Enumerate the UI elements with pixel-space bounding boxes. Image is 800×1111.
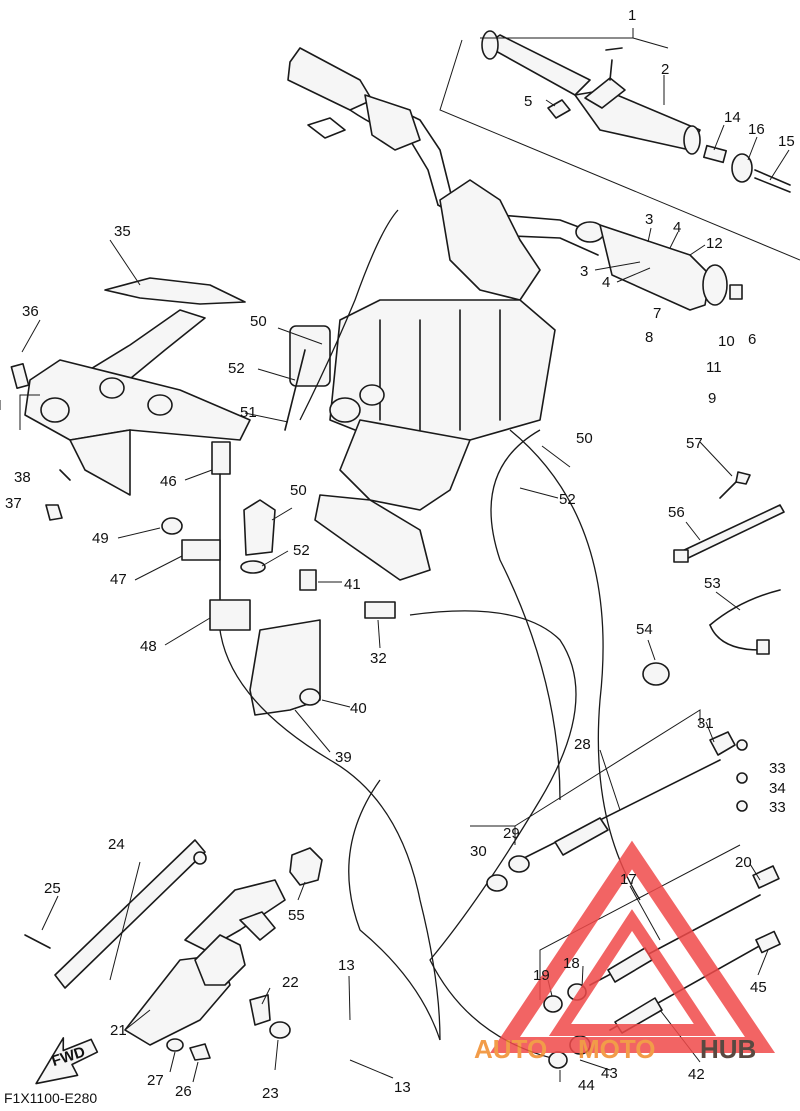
callout: 29 bbox=[503, 825, 520, 842]
callout: 18 bbox=[563, 955, 580, 972]
callout: 3 bbox=[645, 211, 653, 228]
callout: 24 bbox=[108, 836, 125, 853]
lever-bracket-assembly bbox=[10, 277, 251, 521]
callout: 16 bbox=[748, 121, 765, 138]
callout: 47 bbox=[110, 571, 127, 588]
callout: 7 bbox=[653, 305, 661, 322]
throttle-grip-assembly bbox=[481, 30, 791, 193]
callout: 5 bbox=[524, 93, 532, 110]
callout: 10 bbox=[718, 333, 735, 350]
callout: 54 bbox=[636, 621, 653, 638]
callout: 36 bbox=[22, 303, 39, 320]
callout: 19 bbox=[533, 967, 550, 984]
callout: 53 bbox=[704, 575, 721, 592]
callout: 45 bbox=[750, 979, 767, 996]
callout: 4 bbox=[602, 274, 610, 291]
callout: 39 bbox=[335, 749, 352, 766]
callout: 25 bbox=[44, 880, 61, 897]
callout: 57 bbox=[686, 435, 703, 452]
callout: 22 bbox=[282, 974, 299, 991]
callout: 49 bbox=[92, 530, 109, 547]
callout: 6 bbox=[748, 331, 756, 348]
callout: 26 bbox=[175, 1083, 192, 1100]
watermark-hub: HUB bbox=[700, 1034, 756, 1064]
callout: 34 bbox=[769, 780, 786, 797]
callout: 11 bbox=[706, 359, 722, 376]
callout: 55 bbox=[288, 907, 305, 924]
callout: 52 bbox=[228, 360, 245, 377]
callout: 50 bbox=[576, 430, 593, 447]
pedal-lever-assembly bbox=[24, 839, 323, 1061]
handlebar-assembly bbox=[287, 47, 601, 256]
callout: 13 bbox=[338, 957, 355, 974]
callout: 56 bbox=[668, 504, 685, 521]
callout: 17 bbox=[620, 871, 637, 888]
callout: 44 bbox=[578, 1077, 595, 1094]
callout: 13 bbox=[394, 1079, 411, 1096]
callout: 50 bbox=[250, 313, 267, 330]
callout: 8 bbox=[645, 329, 653, 346]
callout: 9 bbox=[708, 390, 716, 407]
callout: 40 bbox=[350, 700, 367, 717]
callout: 42 bbox=[688, 1066, 705, 1083]
callout: 3 bbox=[580, 263, 588, 280]
callout: 33 bbox=[769, 760, 786, 777]
callout: 2 bbox=[661, 61, 669, 78]
callout: 35 bbox=[114, 223, 131, 240]
callout: 1 bbox=[628, 7, 636, 24]
callout: 27 bbox=[147, 1072, 164, 1089]
callout-numbers: 1 2 3 3 4 4 5 6 7 8 9 10 11 12 13 13 14 … bbox=[5, 7, 795, 1102]
callout: 31 bbox=[697, 715, 714, 732]
callout: 28 bbox=[574, 736, 591, 753]
callout: 46 bbox=[160, 473, 177, 490]
diagram-code: F1X1100-E280 bbox=[4, 1090, 98, 1106]
callout: 15 bbox=[778, 133, 795, 150]
cable-ties-and-fasteners bbox=[673, 471, 785, 655]
callout: 33 bbox=[769, 799, 786, 816]
control-cables bbox=[219, 209, 641, 1061]
callout: 4 bbox=[673, 219, 681, 236]
steering-column bbox=[314, 179, 743, 581]
watermark-auto: AUTO bbox=[474, 1034, 547, 1064]
callout: 50 bbox=[290, 482, 307, 499]
watermark-moto: MOTO bbox=[578, 1034, 656, 1064]
forward-direction-arrow: FWD bbox=[35, 1037, 99, 1085]
callout: 52 bbox=[559, 491, 576, 508]
callout: 37 bbox=[5, 495, 22, 512]
callout: 23 bbox=[262, 1085, 279, 1102]
callout: 30 bbox=[470, 843, 487, 860]
callout: 20 bbox=[735, 854, 752, 871]
callout: 52 bbox=[293, 542, 310, 559]
callout: 48 bbox=[140, 638, 157, 655]
callout: 51 bbox=[240, 404, 257, 421]
callout: 38 bbox=[14, 469, 31, 486]
cable-end-parts bbox=[161, 325, 396, 716]
callout: 43 bbox=[601, 1065, 618, 1082]
watermark-logo: AUTO MOTO HUB bbox=[474, 840, 776, 1064]
callout: 21 bbox=[110, 1022, 127, 1039]
callout: 41 bbox=[344, 576, 361, 593]
callout: 12 bbox=[706, 235, 723, 252]
callout: 32 bbox=[370, 650, 387, 667]
callout: 14 bbox=[724, 109, 741, 126]
